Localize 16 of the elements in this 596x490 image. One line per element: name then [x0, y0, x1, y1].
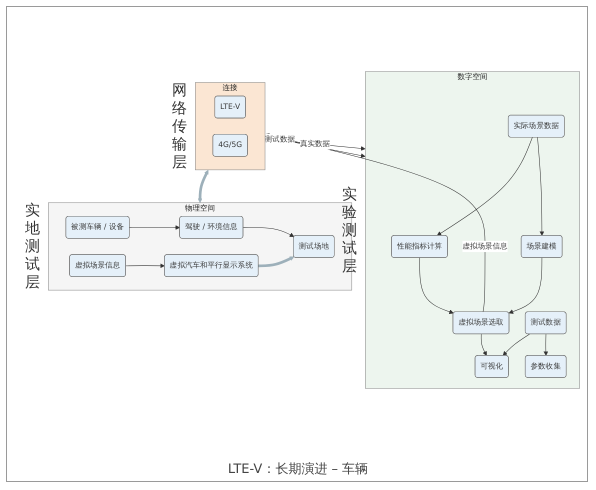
caption: LTE-V：长期演进 – 车辆	[226, 461, 370, 478]
arrow	[419, 258, 454, 314]
arrow	[502, 334, 530, 356]
layer-label: 实验测试层	[341, 184, 358, 275]
arrow	[258, 256, 294, 268]
layer-label: 网络传输层	[171, 81, 188, 172]
arrow	[544, 334, 548, 356]
arrow	[508, 258, 542, 314]
arrow	[436, 137, 533, 236]
arrow	[480, 334, 487, 356]
arrow	[537, 137, 544, 236]
arrow	[126, 263, 165, 268]
arrow	[129, 225, 180, 230]
layer-label: 实地测试层	[24, 201, 40, 292]
arrow	[198, 170, 209, 203]
arrow	[243, 227, 294, 237]
